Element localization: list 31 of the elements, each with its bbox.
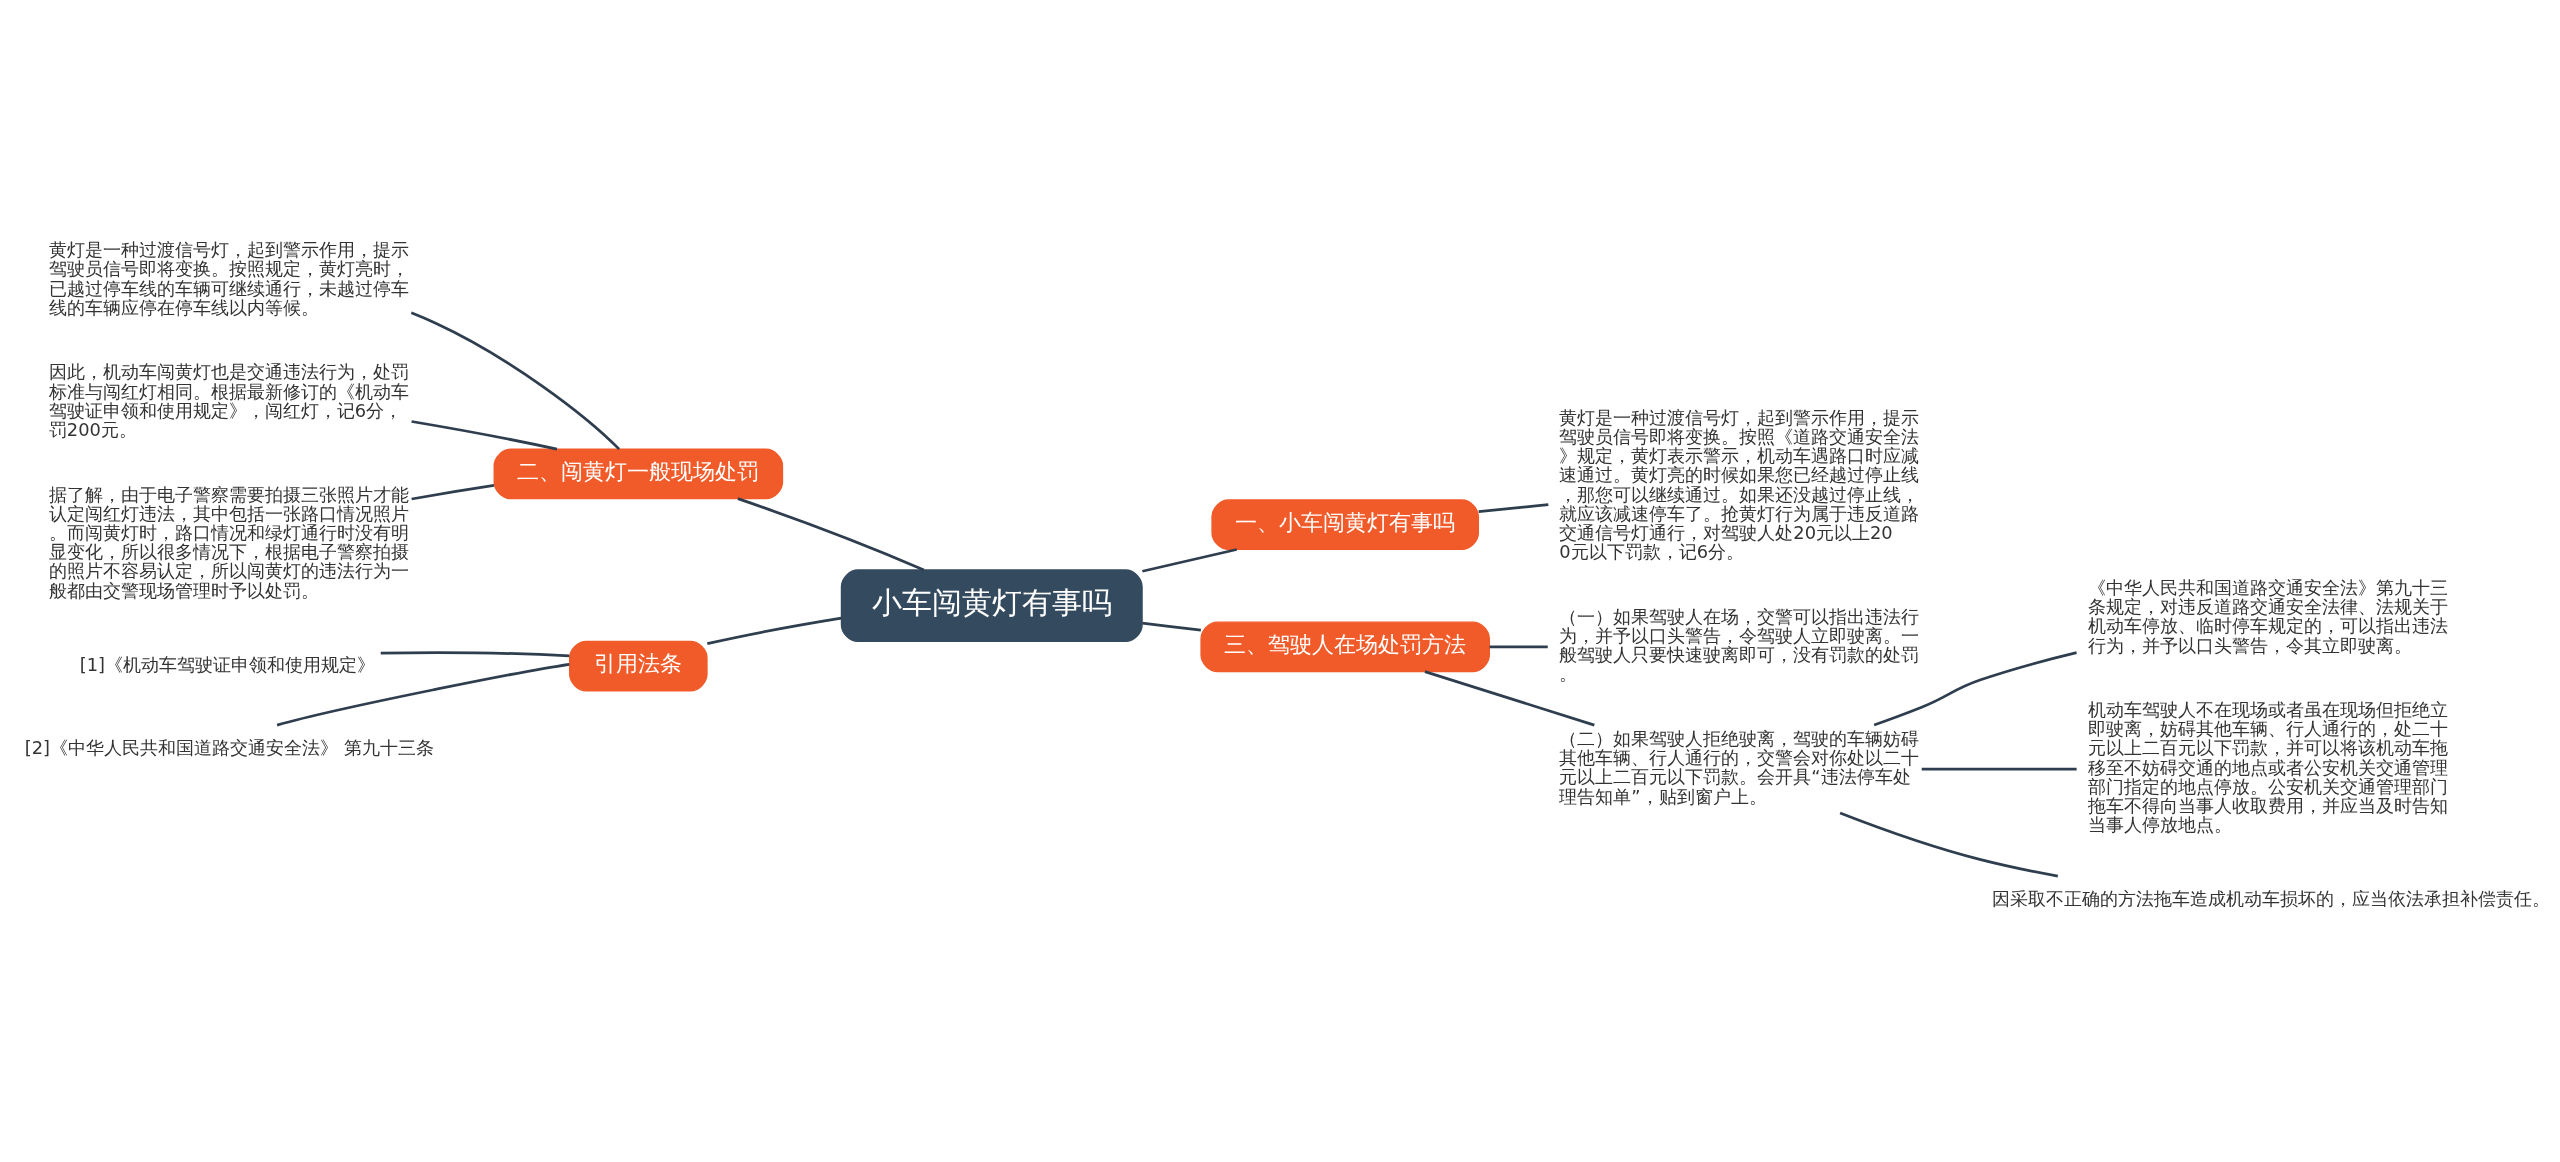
- node-text: 《中华人民共和国道路交通安全法》第九十三条规定，对违反道路交通安全法律、法规关于机动车停放、临时停车规定的，可以指出违法行为，并予以口头警告，令其立即驶离。: [2087, 576, 2448, 656]
- connector: [1142, 548, 1237, 573]
- connector: [707, 616, 842, 645]
- connector: [411, 420, 558, 451]
- connector: [1424, 670, 1595, 727]
- connector: [1478, 503, 1549, 513]
- node-box: 二、闯黄灯一般现场处罚: [493, 448, 784, 500]
- node-text: （二）如果驾驶人拒绝驶离，驾驶的车辆妨碍其他车辆、行人通行的，交警会对你处以二十元以上二百元以下罚款。会开具“违法停车处理告知单”，贴到窗户上。: [1559, 727, 1920, 807]
- node-text: 据了解，由于电子警察需要拍摄三张照片才能认定闯红灯违法，其中包括一张路口情况照片。而闯黄灯时，路口情况和绿灯通行时没有明显变化，所以很多情况下，根据电子警察拍摄的照片不容易认定，所以闯黄灯的违法行为一般都由交警现场管理时予以处罚。: [48, 483, 409, 601]
- node-text: （一）如果驾驶人在场，交警可以指出违法行为，并予以口头警告，令驾驶人立即驶离。一般驾驶人只要快速驶离即可，没有罚款的处罚。: [1559, 605, 1920, 685]
- connector: [410, 311, 621, 451]
- node-box: 小车闯黄灯有事吗: [840, 569, 1143, 643]
- node-box: 引用法条: [569, 640, 708, 692]
- connector: [411, 484, 495, 501]
- node-text: 因此，机动车闯黄灯也是交通违法行为，处罚标准与闯红灯相同。根据最新修订的《机动车驾驶证申领和使用规定》，闯红灯，记6分，罚200元。: [48, 361, 409, 441]
- connector: [1142, 621, 1202, 632]
- connector: [380, 651, 570, 658]
- connector: [1839, 811, 2059, 878]
- connector: [737, 497, 925, 572]
- node-text: [1]《机动车驾驶证申领和使用规定》: [79, 653, 375, 675]
- node-text: 机动车驾驶人不在现场或者虽在现场但拒绝立即驶离，妨碍其他车辆、行人通行的，处二十元以上二百元以下罚款，并可以将该机动车拖移至不妨碍交通的地点或者公安机关交通管理部门指定的地点停放。公安机关交通管理部门拖车不得向当事人收取费用，并应当及时告知当事人停放地点。: [2087, 699, 2448, 836]
- connector: [1489, 645, 1548, 649]
- node-box: 一、小车闯黄灯有事吗: [1211, 499, 1479, 551]
- node-text: [2]《中华人民共和国道路交通安全法》 第九十三条: [24, 737, 434, 759]
- connector: [1921, 767, 2077, 771]
- node-box: 三、驾驶人在场处罚方法: [1200, 621, 1490, 673]
- node-text: 黄灯是一种过渡信号灯，起到警示作用，提示驾驶员信号即将变换。按照规定，黄灯亮时，已越过停车线的车辆可继续通行，未越过停车线的车辆应停在停车线以内等候。: [48, 239, 409, 318]
- node-text: 黄灯是一种过渡信号灯，起到警示作用，提示驾驶员信号即将变换。按照《道路交通安全法》规定，黄灯表示警示，机动车遇路口时应减速通过。黄灯亮的时候如果您已经越过停止线，那您可以继续通过。如果还没越过停止线，就应该减速停车了。抢黄灯行为属于违反道路交通信号灯通行，对驾驶人处20元以上200元以下罚款，记6分。: [1559, 406, 1920, 563]
- connector: [1873, 651, 2077, 727]
- connector: [276, 662, 570, 727]
- node-text: 因采取不正确的方法拖车造成机动车损坏的，应当依法承担补偿责任。: [1991, 888, 2550, 910]
